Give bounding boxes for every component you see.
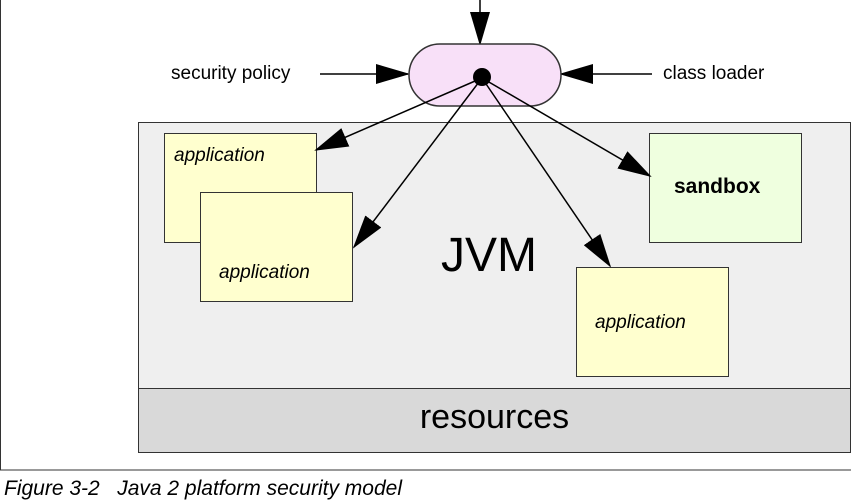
arrow-to-sandbox (481, 77, 652, 178)
application-label-2: application (219, 262, 310, 283)
sandbox-box: sandbox (649, 133, 802, 243)
sandbox-label: sandbox (674, 175, 761, 198)
resources-label: resources (419, 398, 570, 436)
security-manager-dot (473, 68, 491, 86)
application-box-2: application (200, 192, 353, 302)
arrow-to-application-2 (352, 77, 483, 249)
jvm-label: JVM (441, 229, 537, 282)
class-loader-label: class loader (663, 63, 765, 84)
arrow-to-application-3 (481, 77, 612, 268)
resources-bar (138, 388, 851, 453)
arrow-to-application-1 (314, 77, 483, 151)
outer-frame-left-edge (0, 0, 1, 470)
application-label-1: application (174, 145, 265, 166)
application-label-3: application (595, 312, 686, 333)
application-box-3: application (576, 267, 729, 377)
security-policy-label: security policy (171, 63, 291, 84)
figure-caption: Figure 3-2 Java 2 platform security mode… (4, 477, 402, 500)
